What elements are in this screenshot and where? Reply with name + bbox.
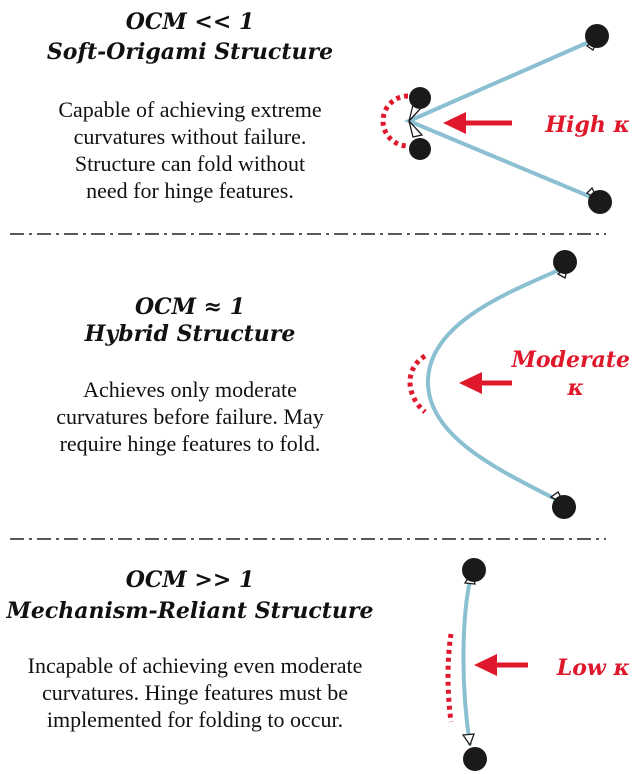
panel-2-desc-line: require hinge features to fold. bbox=[59, 431, 321, 456]
panel-1-pivot-bottom-right bbox=[585, 186, 612, 214]
panel-1-desc-line: Capable of achieving extreme bbox=[58, 97, 322, 122]
panel-1-description: Capable of achieving extreme curvatures … bbox=[0, 96, 380, 204]
panel-2-pivot-top bbox=[553, 250, 577, 279]
panel-3-beam bbox=[461, 571, 474, 746]
panel-3-desc-line: implemented for folding to occur. bbox=[46, 707, 344, 732]
panel-3-curvature-line: Low κ bbox=[556, 655, 630, 681]
panel-1-pivot-top-left bbox=[408, 87, 431, 122]
panel-1-desc-line: curvatures without failure. bbox=[73, 124, 307, 149]
panel-1-desc-line: Structure can fold without bbox=[74, 151, 306, 176]
panel-1-curvature-arc bbox=[380, 93, 409, 149]
panel-1-pivot-top-right bbox=[585, 24, 609, 51]
panel-2-arrow bbox=[459, 372, 512, 394]
panel-2-curvature-label: Moderate κ bbox=[500, 346, 630, 402]
panel-2-beam bbox=[425, 264, 569, 506]
panel-3-desc-line: Incapable of achieving even moderate bbox=[27, 653, 363, 678]
panel-2-curvature-arc bbox=[407, 353, 427, 414]
panel-1-arrow bbox=[443, 112, 512, 134]
panel-3-structure: Mechanism-Reliant Structure bbox=[6, 598, 374, 624]
panel-2-condition: OCM ≈ 1 bbox=[134, 294, 246, 320]
panel-3-curvature-arc bbox=[445, 633, 454, 723]
panel-2-curvature-line: Moderate bbox=[511, 347, 630, 373]
panel-3-arrow bbox=[474, 654, 528, 676]
panel-3-desc-line: curvatures. Hinge features must be bbox=[41, 680, 349, 705]
panel-2-description: Achieves only moderate curvatures before… bbox=[0, 376, 380, 457]
panel-3-pivot-top bbox=[462, 558, 486, 585]
panel-3-pivot-bottom bbox=[461, 733, 487, 771]
panel-2-desc-line: Achieves only moderate bbox=[83, 377, 297, 402]
separator-2 bbox=[10, 538, 606, 540]
panel-2-desc-line: curvatures before failure. May bbox=[56, 404, 324, 429]
panel-1-desc-line: need for hinge features. bbox=[86, 178, 294, 203]
panel-2-pivot-bottom bbox=[549, 491, 576, 519]
panel-1-condition: OCM << 1 bbox=[125, 9, 255, 35]
panel-1-pivot-bottom-left bbox=[408, 120, 431, 160]
panel-1-structure: Soft-Origami Structure bbox=[46, 39, 334, 65]
panel-3-description: Incapable of achieving even moderate cur… bbox=[0, 652, 390, 733]
panel-2-curvature-line: κ bbox=[567, 375, 585, 401]
panel-2-structure: Hybrid Structure bbox=[84, 321, 296, 347]
panel-3-condition: OCM >> 1 bbox=[125, 567, 255, 593]
panel-1-curvature-line: High κ bbox=[545, 112, 630, 138]
panel-1-curvature-label: High κ bbox=[520, 111, 630, 139]
panel-3-curvature-label: Low κ bbox=[520, 654, 630, 682]
panel-1-beam bbox=[403, 36, 599, 202]
separator-1 bbox=[10, 233, 606, 235]
